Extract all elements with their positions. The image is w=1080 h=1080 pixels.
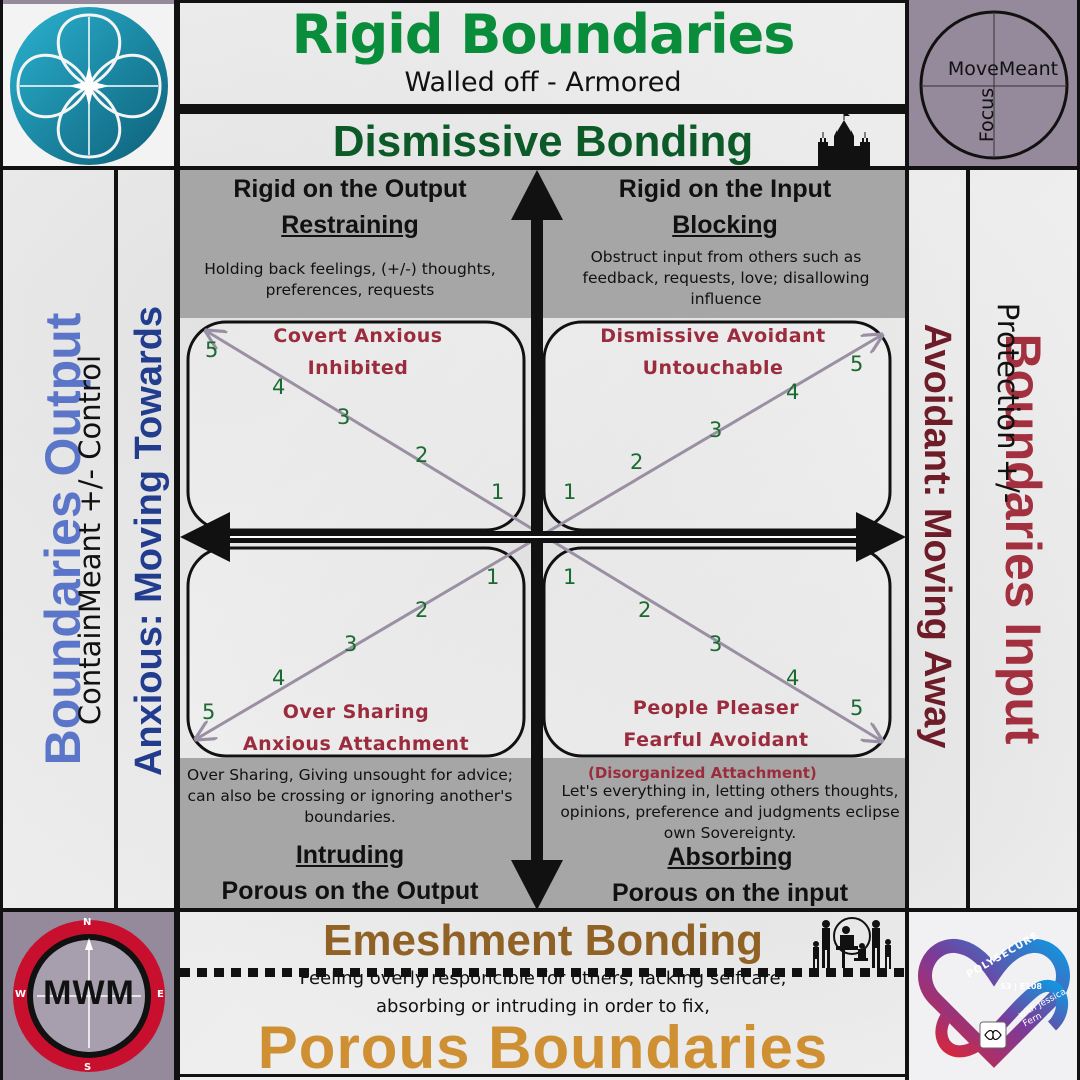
movemeant-focus-circle-icon xyxy=(919,10,1069,160)
scale-number: 4 xyxy=(272,666,286,690)
panel-bottom-right-subheading: Absorbing xyxy=(560,840,900,874)
polysecure-episode: S3 | E108 xyxy=(1000,982,1042,991)
divider xyxy=(180,0,906,3)
panel-bottom-right-description: Let's everything in, letting others thou… xyxy=(560,782,900,842)
vertical-axis-down-arrow xyxy=(511,860,563,910)
panel-top-left-heading: Rigid on the Output xyxy=(233,175,467,203)
divider xyxy=(1077,0,1080,1080)
movemeant-label: MoveMeant xyxy=(947,58,1059,80)
restraining-label: Restraining xyxy=(281,211,419,239)
scale-number: 2 xyxy=(415,598,429,622)
divider xyxy=(966,170,970,908)
divider xyxy=(114,170,118,908)
scale-number: 1 xyxy=(491,480,505,504)
teal-flower-logo-icon xyxy=(10,7,168,165)
corner-top-right-bg xyxy=(906,0,1080,168)
anxious-attachment-label: Anxious Attachment xyxy=(242,733,470,755)
scale-number: 4 xyxy=(786,666,800,690)
divider xyxy=(174,0,180,1080)
disorganized-attachment-note: (Disorganized Attachment) xyxy=(588,764,817,782)
rigid-boundaries-subtitle: Walled off - Armored xyxy=(404,67,682,98)
scale-number: 5 xyxy=(202,700,216,724)
divider xyxy=(905,0,909,1080)
panel-bottom-right-bg xyxy=(540,758,906,910)
enmeshment-description-line1: Feeling overly responcible for others, l… xyxy=(299,968,787,989)
dismissive-avoidant-label: Dismissive Avoidant xyxy=(600,325,826,347)
horizontal-axis-left-arrow xyxy=(180,512,230,562)
containmeant-control-label: ContainMeant +/- Control xyxy=(73,354,107,726)
horizontal-axis-right-arrow xyxy=(856,512,906,562)
top-left-mauve-strip xyxy=(0,0,174,4)
panel-top-right-heading: Rigid on the Input xyxy=(618,175,832,203)
panel-bottom-left-subheading: Intruding xyxy=(180,838,520,872)
compass-north: N xyxy=(83,917,92,928)
enmeshment-description-line2: absorbing or intruding in order to fix, xyxy=(376,996,710,1017)
panel-bottom-left-heading: Porous on the Output xyxy=(221,877,479,905)
castle-icon xyxy=(818,112,870,168)
quadrant-top-left-label: Covert Anxious Inhibited xyxy=(190,320,526,384)
scale-number: 1 xyxy=(486,565,500,589)
untouchable-label: Untouchable xyxy=(642,357,784,379)
scale-number: 3 xyxy=(709,632,723,656)
scale-number: 3 xyxy=(337,405,351,429)
scale-number: 1 xyxy=(563,565,577,589)
scale-number: 4 xyxy=(786,380,800,404)
quadrant-bottom-right-label: People Pleaser Fearful Avoidant xyxy=(548,692,884,756)
panel-top-right-description: Obstruct input from others such as feedb… xyxy=(582,248,870,308)
blocking-label: Blocking xyxy=(672,211,778,239)
quadrant-bottom-left-label: Over Sharing Anxious Attachment xyxy=(188,696,524,760)
inhibited-label: Inhibited xyxy=(307,357,409,379)
scale-number: 3 xyxy=(709,418,723,442)
covert-anxious-label: Covert Anxious xyxy=(273,325,443,347)
fearful-avoidant-label: Fearful Avoidant xyxy=(623,729,809,751)
divider xyxy=(0,908,1080,912)
protection-label: Protection +/- xyxy=(991,302,1025,504)
panel-top-left-description: Holding back feelings, (+/-) thoughts, p… xyxy=(204,260,496,299)
family-silhouette-icon xyxy=(813,917,891,969)
panel-bottom-left-description: Over Sharing, Giving unsought for advice… xyxy=(187,766,513,826)
panel-top-left-subheading: Restraining xyxy=(180,208,520,242)
quadrant-diagram xyxy=(180,170,906,910)
dashed-divider xyxy=(180,968,906,977)
over-sharing-label: Over Sharing xyxy=(282,701,430,723)
scale-number: 3 xyxy=(344,632,358,656)
polysecure-heart-logo-icon xyxy=(918,939,1070,1068)
scale-number: 2 xyxy=(638,598,652,622)
scale-number: 5 xyxy=(850,696,864,720)
compass-west: W xyxy=(15,989,27,1000)
scale-number: 2 xyxy=(630,450,644,474)
compass-south: S xyxy=(84,1062,92,1073)
quadrant-top-right-label: Dismissive Avoidant Untouchable xyxy=(545,320,881,384)
panel-top-right-subheading: Blocking xyxy=(555,208,895,242)
panel-top-right-bg xyxy=(540,170,906,318)
people-pleaser-label: People Pleaser xyxy=(632,697,800,719)
compass-icon xyxy=(13,920,165,1072)
scale-number: 1 xyxy=(563,480,577,504)
divider xyxy=(0,0,3,1080)
divider xyxy=(180,104,906,114)
vertical-axis-up-arrow xyxy=(511,170,563,220)
porous-boundaries-title: Porous Boundaries xyxy=(257,1014,829,1080)
avoidant-moving-away-label: Avoidant: Moving Away xyxy=(916,323,958,749)
scale-number: 5 xyxy=(205,338,219,362)
panel-top-left-bg xyxy=(180,170,540,318)
panel-bottom-right-heading: Porous on the input xyxy=(611,879,849,907)
divider xyxy=(0,166,1080,170)
dismissive-bonding-title: Dismissive Bonding xyxy=(332,117,754,166)
enmeshment-bonding-title: Emeshment Bonding xyxy=(322,916,764,965)
rigid-boundaries-title: Rigid Boundaries xyxy=(291,3,796,66)
compass-label: MWM xyxy=(43,974,135,1012)
scale-number: 2 xyxy=(415,443,429,467)
absorbing-label: Absorbing xyxy=(667,843,793,871)
intruding-label: Intruding xyxy=(295,841,405,869)
divider xyxy=(180,1074,906,1077)
scale-number: 5 xyxy=(850,352,864,376)
panel-bottom-left-bg xyxy=(180,758,540,910)
scale-number: 4 xyxy=(272,375,286,399)
anxious-moving-towards-label: Anxious: Moving Towards xyxy=(128,305,170,777)
compass-east: E xyxy=(157,989,164,1000)
